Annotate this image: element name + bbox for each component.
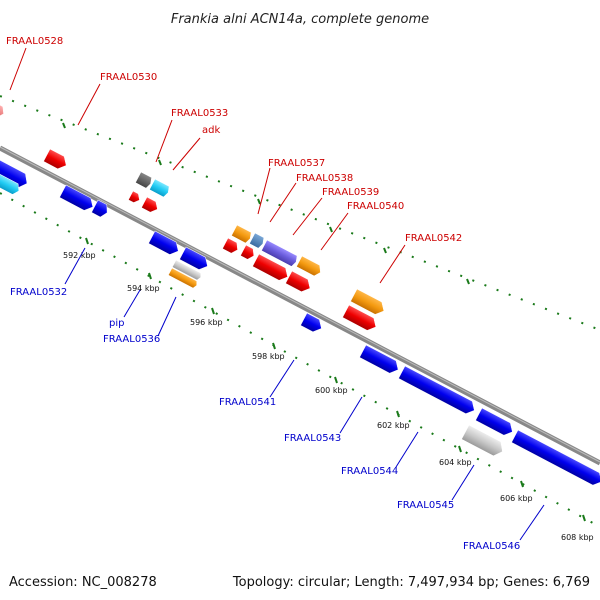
gene-arrow: [0, 154, 28, 189]
gene-arrow: [43, 148, 67, 170]
gene-arrow: [461, 424, 503, 457]
gene-arrow: [296, 255, 321, 277]
gene-label-fraal0528: FRAAL0528: [6, 36, 63, 47]
forward-ticks: [62, 122, 470, 285]
gene-arrow: [475, 407, 513, 436]
tick-label-598: 598 kbp: [252, 352, 285, 361]
gene-arrow: [148, 230, 179, 255]
gene-arrow: [141, 196, 158, 213]
gene-arrow: [359, 344, 399, 374]
accession-text: Accession: NC_008278: [9, 575, 157, 590]
gene-arrow: [149, 178, 170, 198]
gene-arrow: [398, 365, 475, 414]
gene-arrow: [350, 288, 385, 315]
gene-label-fraal0545: FRAAL0545: [397, 500, 454, 511]
gene-arrow: [222, 237, 238, 254]
gene-label-fraal0536: FRAAL0536: [103, 334, 160, 345]
topology-text: Topology: circular; Length: 7,497,934 bp…: [232, 575, 590, 590]
gene-label-fraal0537: FRAAL0537: [268, 158, 325, 169]
gene-arrow: [252, 253, 288, 281]
gene-arrow: [285, 270, 311, 293]
tick-label-602: 602 kbp: [377, 421, 410, 430]
map-title: Frankia alni ACN14a, complete genome: [171, 12, 429, 27]
gene-label-fraal0533: FRAAL0533: [171, 108, 228, 119]
tick-label-592: 592 kbp: [63, 251, 96, 260]
reverse-gene-labels: FRAAL0532 pip FRAAL0536 FRAAL0541 FRAAL0…: [10, 287, 520, 552]
forward-guide-line: [0, 95, 600, 331]
gene-label-fraal0543: FRAAL0543: [284, 433, 341, 444]
gene-arrow: [300, 312, 322, 333]
gene-arrow: [167, 267, 198, 289]
forward-strand-genes: [0, 101, 385, 331]
gene-label-fraal0539: FRAAL0539: [322, 187, 379, 198]
gene-label-fraal0546: FRAAL0546: [463, 541, 520, 552]
gene-arrow: [171, 259, 202, 281]
tick-label-606: 606 kbp: [500, 494, 533, 503]
gene-label-pip: pip: [109, 318, 124, 329]
tick-label-608: 608 kbp: [561, 533, 594, 542]
tick-label-604: 604 kbp: [439, 458, 472, 467]
forward-gene-labels: FRAAL0528 FRAAL0530 FRAAL0533 adk FRAAL0…: [6, 36, 462, 244]
gene-label-fraal0542: FRAAL0542: [405, 233, 462, 244]
forward-label-leaders: [9, 47, 406, 284]
gene-arrow: [249, 232, 265, 249]
reverse-label-leaders: [64, 247, 545, 541]
gene-arrow: [91, 199, 108, 218]
gene-label-fraal0538: FRAAL0538: [296, 173, 353, 184]
gene-label-fraal0530: FRAAL0530: [100, 72, 157, 83]
gene-arrow: [59, 184, 94, 211]
reverse-ticks: [85, 237, 586, 522]
gene-label-fraal0532: FRAAL0532: [10, 287, 67, 298]
gene-label-fraal0544: FRAAL0544: [341, 466, 398, 477]
tick-label-600: 600 kbp: [315, 386, 348, 395]
reverse-strand-genes: [0, 154, 600, 486]
gene-arrow: [261, 239, 298, 267]
tick-label-594: 594 kbp: [127, 284, 160, 293]
reverse-guide-line: [0, 192, 600, 528]
gene-arrow: [128, 190, 140, 203]
gene-label-fraal0541: FRAAL0541: [219, 397, 276, 408]
kbp-tick-labels: 592 kbp 594 kbp 596 kbp 598 kbp 600 kbp …: [63, 251, 594, 542]
gene-arrow: [179, 246, 208, 270]
gene-arrow: [240, 244, 255, 260]
gene-arrow: [231, 224, 252, 244]
gene-label-adk: adk: [202, 125, 220, 136]
gene-arrow: [0, 101, 4, 118]
gene-arrow: [135, 171, 152, 189]
gene-label-fraal0540: FRAAL0540: [347, 201, 404, 212]
tick-label-596: 596 kbp: [190, 318, 223, 327]
genome-backbone: [0, 145, 600, 466]
gene-arrow: [342, 304, 377, 331]
gene-arrow: [0, 167, 20, 195]
gene-arrow: [511, 429, 600, 486]
